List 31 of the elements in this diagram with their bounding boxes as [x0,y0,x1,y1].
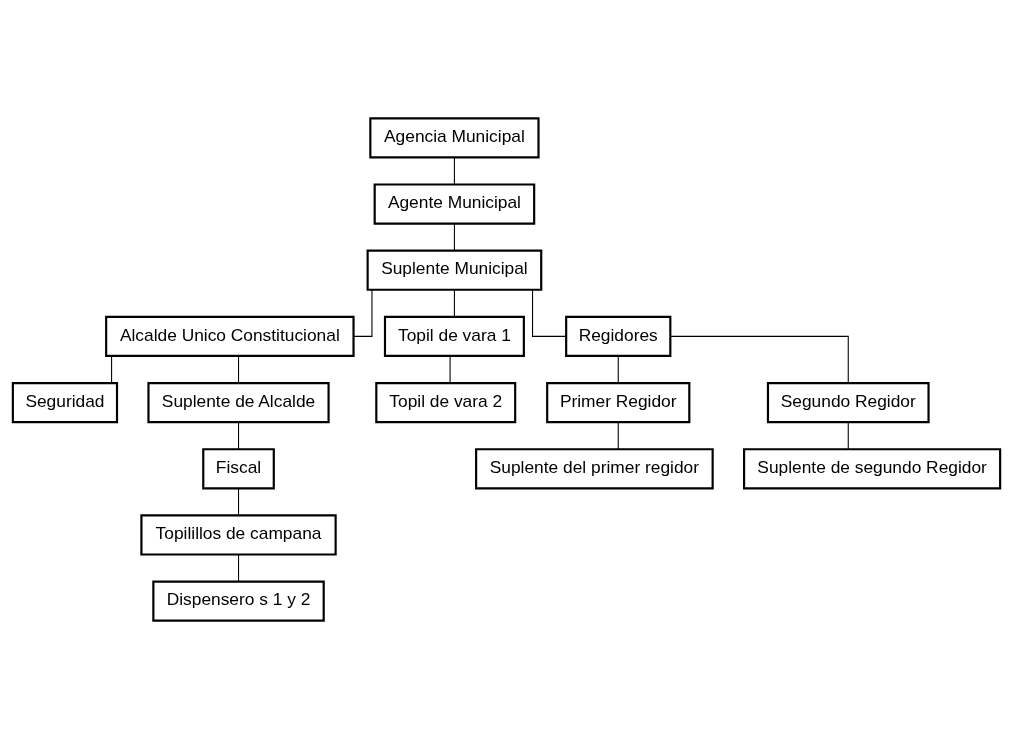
node-box: Segundo Regidor [766,381,930,423]
node-box: Primer Regidor [546,381,691,423]
connector [111,355,113,383]
connector [453,156,455,185]
node-box: Agencia Municipal [369,116,540,158]
connector [669,335,849,383]
node-box: Alcalde Unico Constitucional [105,315,355,357]
node-box: Seguridad [11,381,119,423]
connector [238,553,240,582]
node-box: Topil de vara 1 [383,315,525,357]
node-box: Topilillos de campana [140,513,337,556]
node-box: Suplente del primer regidor [475,447,714,489]
connector [238,355,240,383]
connector [238,487,240,516]
connector [532,289,567,337]
connector [847,421,849,449]
connector [617,421,619,449]
connector [453,222,455,251]
node-box: Dispensero s 1 y 2 [152,580,325,622]
node-box: Suplente de segundo Regidor [743,447,1002,489]
connector [617,355,619,383]
node-box: Fiscal [202,447,275,489]
node-box: Topil de vara 2 [375,381,517,423]
connector [238,421,240,449]
connector [353,289,373,337]
node-box: Agente Municipal [373,182,536,225]
node-box: Regidores [565,315,672,357]
connector [449,355,451,383]
connector [453,289,455,317]
node-box: Suplente de Alcalde [147,381,330,423]
node-box: Suplente Municipal [366,249,543,291]
